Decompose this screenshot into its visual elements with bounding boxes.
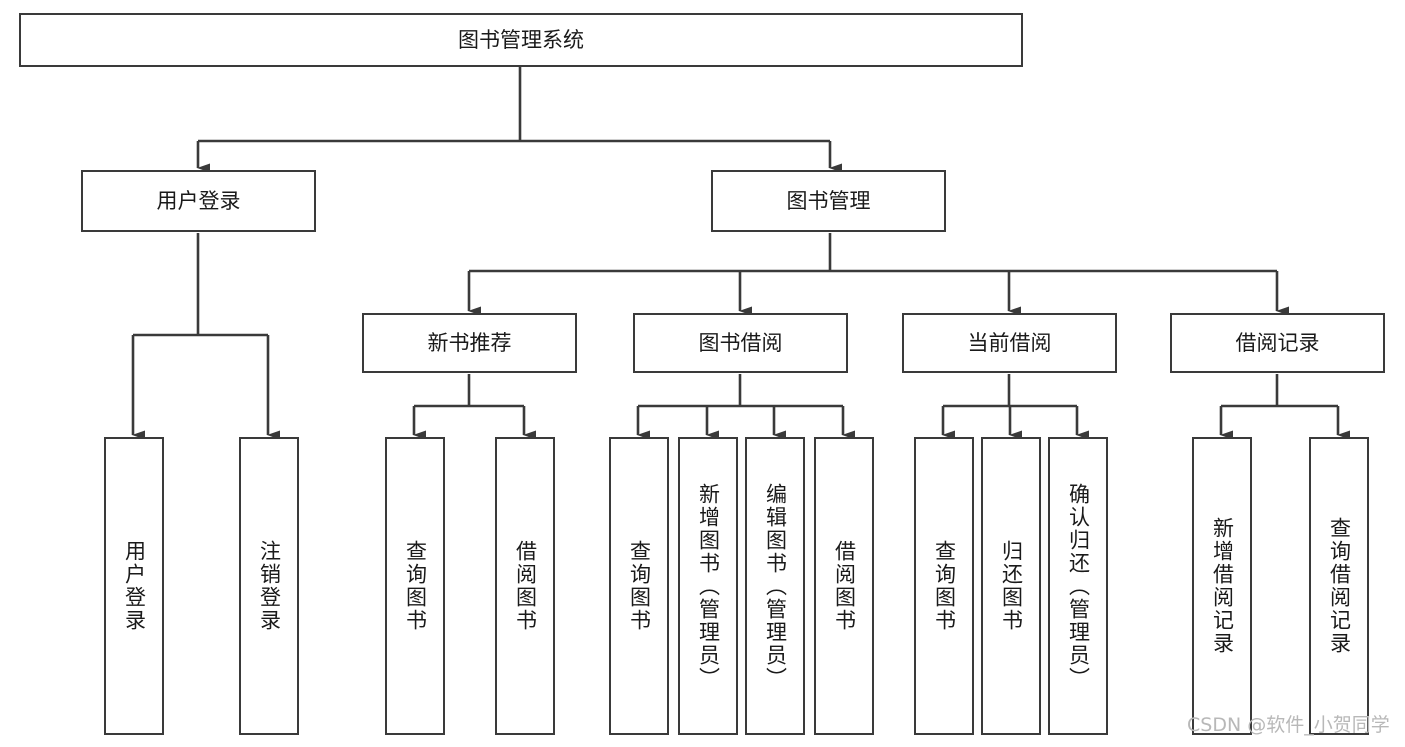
leaf-borrow-record-query-record[interactable]: 查询借阅记录 — [1309, 437, 1369, 735]
leaf-new-book-borrow-book[interactable]: 借阅图书 — [495, 437, 555, 735]
node-book-management[interactable]: 图书管理 — [711, 170, 946, 232]
node-current-borrow[interactable]: 当前借阅 — [902, 313, 1117, 373]
node-root-book-management-system[interactable]: 图书管理系统 — [19, 13, 1023, 67]
node-label: 查询图书 — [627, 540, 652, 632]
node-label: 新书推荐 — [427, 330, 512, 355]
leaf-current-borrow-query-book[interactable]: 查询图书 — [914, 437, 974, 735]
leaf-book-borrow-edit-book-admin[interactable]: 编辑图书（管理员） — [745, 437, 805, 735]
node-new-book-recommend[interactable]: 新书推荐 — [362, 313, 577, 373]
leaf-new-book-query-book[interactable]: 查询图书 — [385, 437, 445, 735]
leaf-book-borrow-query-book[interactable]: 查询图书 — [609, 437, 669, 735]
node-label: 图书管理系统 — [458, 27, 584, 52]
leaf-current-borrow-confirm-return-admin[interactable]: 确认归还（管理员） — [1048, 437, 1108, 735]
leaf-current-borrow-return-book[interactable]: 归还图书 — [981, 437, 1041, 735]
node-label: 编辑图书（管理员） — [763, 482, 788, 690]
node-label: 借阅图书 — [513, 540, 538, 632]
node-label: 当前借阅 — [967, 330, 1052, 355]
node-label: 新增图书（管理员） — [696, 482, 721, 690]
node-label: 查询借阅记录 — [1327, 517, 1352, 655]
node-label: 查询图书 — [932, 540, 957, 632]
node-label: 查询图书 — [403, 540, 428, 632]
node-book-borrow[interactable]: 图书借阅 — [633, 313, 848, 373]
node-label: 图书管理 — [786, 188, 871, 213]
node-label: 用户登录 — [156, 188, 241, 213]
node-label: 借阅图书 — [832, 540, 857, 632]
node-label: 归还图书 — [999, 540, 1024, 632]
node-label: 用户登录 — [122, 540, 147, 632]
node-label: 图书借阅 — [698, 330, 783, 355]
leaf-book-borrow-add-book-admin[interactable]: 新增图书（管理员） — [678, 437, 738, 735]
leaf-book-borrow-borrow-book[interactable]: 借阅图书 — [814, 437, 874, 735]
node-label: 新增借阅记录 — [1210, 517, 1235, 655]
leaf-user-login-login[interactable]: 用户登录 — [104, 437, 164, 735]
leaf-borrow-record-add-record[interactable]: 新增借阅记录 — [1192, 437, 1252, 735]
node-borrow-record[interactable]: 借阅记录 — [1170, 313, 1385, 373]
node-label: 确认归还（管理员） — [1066, 482, 1091, 690]
node-label: 借阅记录 — [1235, 330, 1320, 355]
leaf-user-login-logout[interactable]: 注销登录 — [239, 437, 299, 735]
node-label: 注销登录 — [257, 540, 282, 632]
node-user-login[interactable]: 用户登录 — [81, 170, 316, 232]
